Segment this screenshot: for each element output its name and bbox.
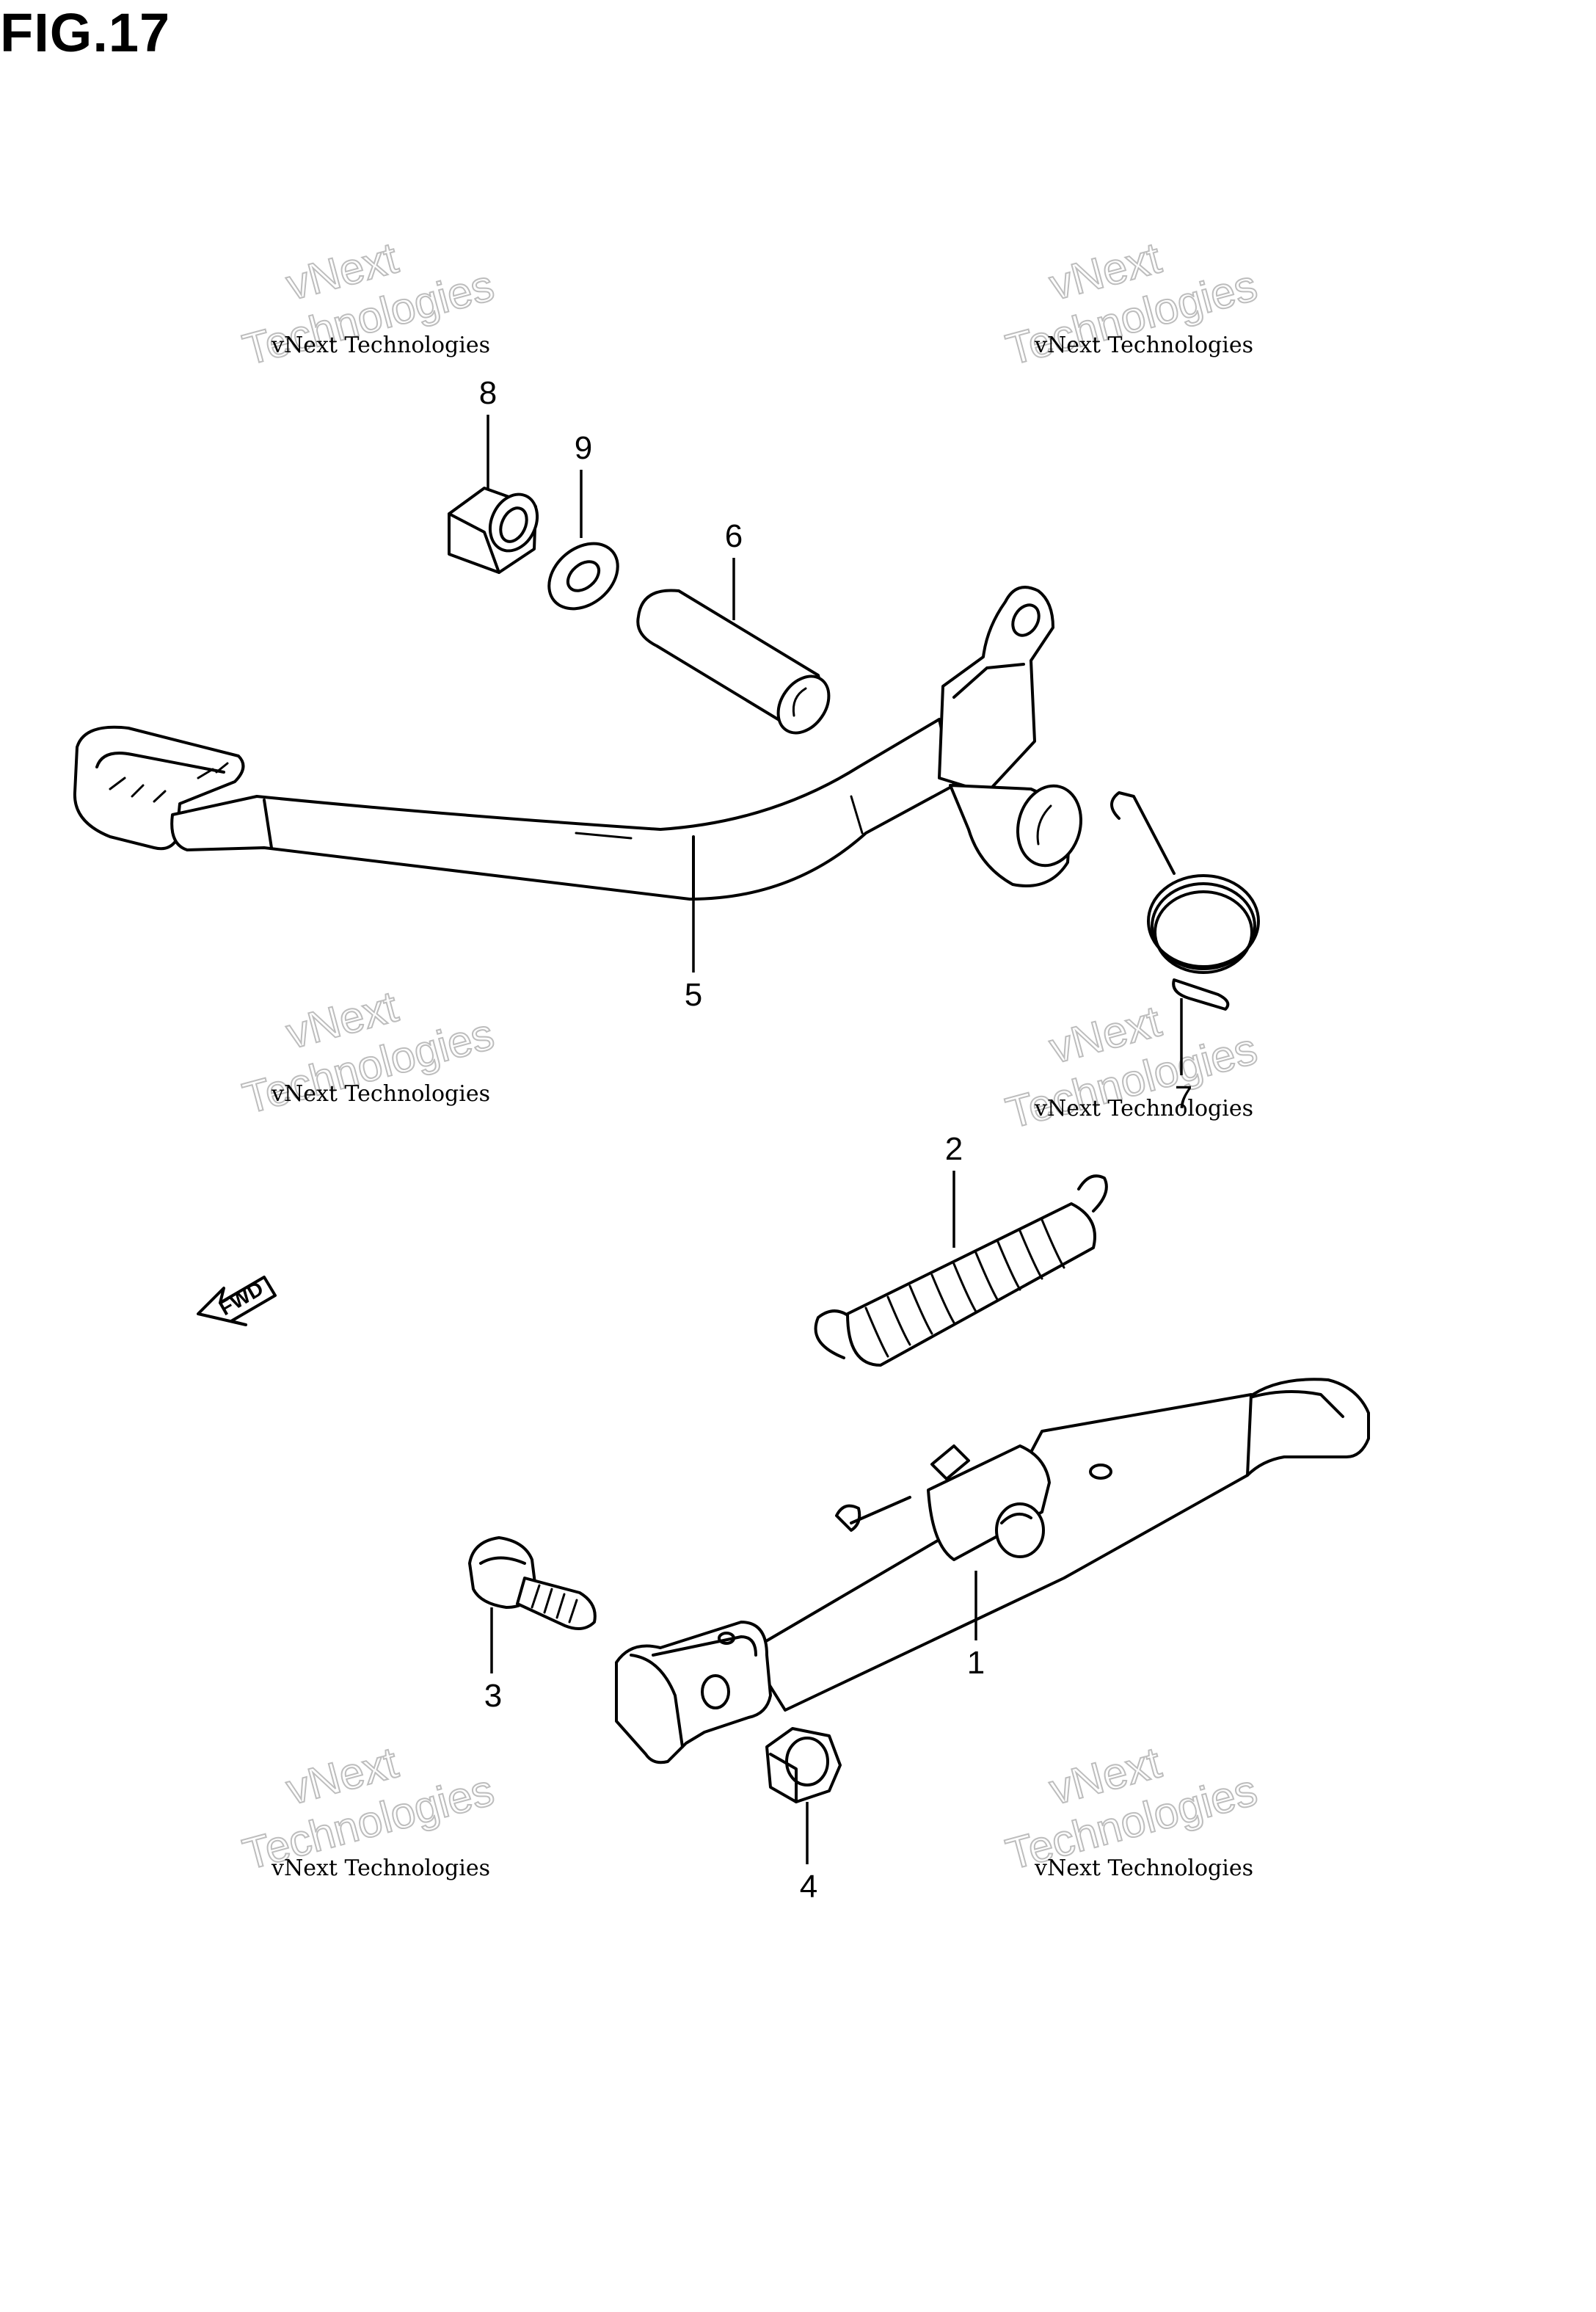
callout-1: 1	[967, 1645, 985, 1681]
watermark: vNext Technologies vNext Technologies	[237, 981, 500, 1124]
svg-text:vNext Technologies: vNext Technologies	[1034, 1855, 1253, 1881]
svg-text:vNext Technologies: vNext Technologies	[271, 1081, 490, 1107]
part-8-bushing	[448, 487, 539, 574]
callout-3: 3	[484, 1678, 502, 1714]
leader-lines	[487, 415, 1183, 1864]
callout-2: 2	[945, 1131, 963, 1167]
svg-text:vNext Technologies: vNext Technologies	[271, 332, 490, 358]
callout-8: 8	[479, 375, 497, 411]
callout-4: 4	[800, 1869, 817, 1905]
watermark: vNext Technologies vNext Technologies	[237, 232, 500, 375]
watermark: vNext Technologies vNext Technologies	[237, 1737, 500, 1881]
callouts: 8 9 6 5 7 2 1 3 4	[479, 375, 1192, 1905]
part-2-spring	[814, 1174, 1108, 1367]
part-4-nut	[765, 1727, 842, 1803]
svg-text:vNext Technologies: vNext Technologies	[271, 1855, 490, 1881]
part-6-pipe	[636, 589, 831, 735]
callout-7: 7	[1175, 1080, 1192, 1116]
svg-text:vNext Technologies: vNext Technologies	[1034, 332, 1253, 358]
part-5-brake-pedal	[73, 586, 1082, 901]
part-3-bolt	[468, 1536, 597, 1630]
part-7-return-spring	[1110, 791, 1260, 1011]
watermark: vNext Technologies vNext Technologies	[1000, 1737, 1263, 1881]
fwd-arrow-icon: FWD	[197, 1276, 277, 1326]
callout-9: 9	[575, 430, 592, 466]
svg-text:vNext Technologies: vNext Technologies	[1034, 1096, 1253, 1122]
figure-title: FIG.17	[0, 2, 171, 63]
callout-5: 5	[685, 977, 702, 1013]
part-1-side-stand	[615, 1378, 1370, 1764]
callout-6: 6	[725, 518, 743, 554]
watermark: vNext Technologies vNext Technologies	[1000, 232, 1263, 375]
part-9-washer	[547, 542, 619, 611]
